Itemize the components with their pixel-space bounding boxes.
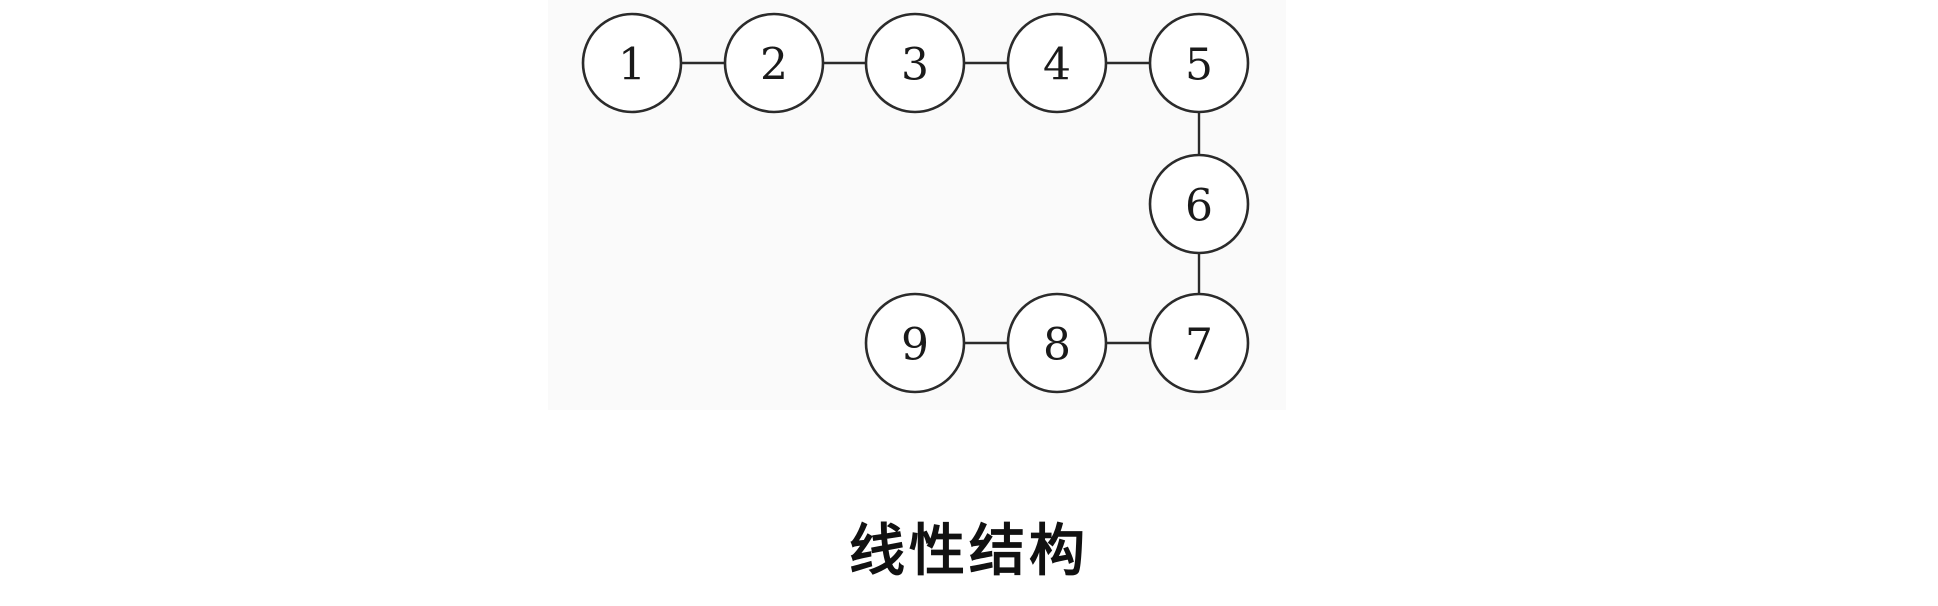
node-label: 8 bbox=[1043, 320, 1071, 371]
node-label: 7 bbox=[1185, 320, 1213, 371]
node-8: 8 bbox=[1006, 292, 1108, 394]
edges-layer bbox=[681, 61, 1201, 345]
node-circle bbox=[1006, 12, 1108, 114]
node-2: 2 bbox=[723, 12, 825, 114]
node-circle bbox=[1148, 153, 1250, 255]
node-3: 3 bbox=[864, 12, 966, 114]
node-9: 9 bbox=[864, 292, 966, 394]
node-label: 2 bbox=[760, 40, 788, 91]
node-circle bbox=[864, 292, 966, 394]
node-circle bbox=[1148, 292, 1250, 394]
node-label: 9 bbox=[901, 320, 929, 371]
node-circle bbox=[1006, 292, 1108, 394]
node-label: 4 bbox=[1043, 40, 1071, 91]
node-5: 5 bbox=[1148, 12, 1250, 114]
node-circle bbox=[864, 12, 966, 114]
nodes-layer: 1 2 3 4 5 6 7 8 9 bbox=[581, 12, 1250, 394]
node-label: 6 bbox=[1185, 181, 1213, 232]
node-6: 6 bbox=[1148, 153, 1250, 255]
node-circle bbox=[1148, 12, 1250, 114]
node-circle bbox=[723, 12, 825, 114]
node-4: 4 bbox=[1006, 12, 1108, 114]
node-circle bbox=[581, 12, 683, 114]
node-label: 3 bbox=[901, 40, 929, 91]
node-1: 1 bbox=[581, 12, 683, 114]
diagram-caption: 线性结构 bbox=[849, 519, 1089, 584]
node-label: 5 bbox=[1185, 40, 1213, 91]
node-label: 1 bbox=[618, 40, 646, 91]
node-7: 7 bbox=[1148, 292, 1250, 394]
